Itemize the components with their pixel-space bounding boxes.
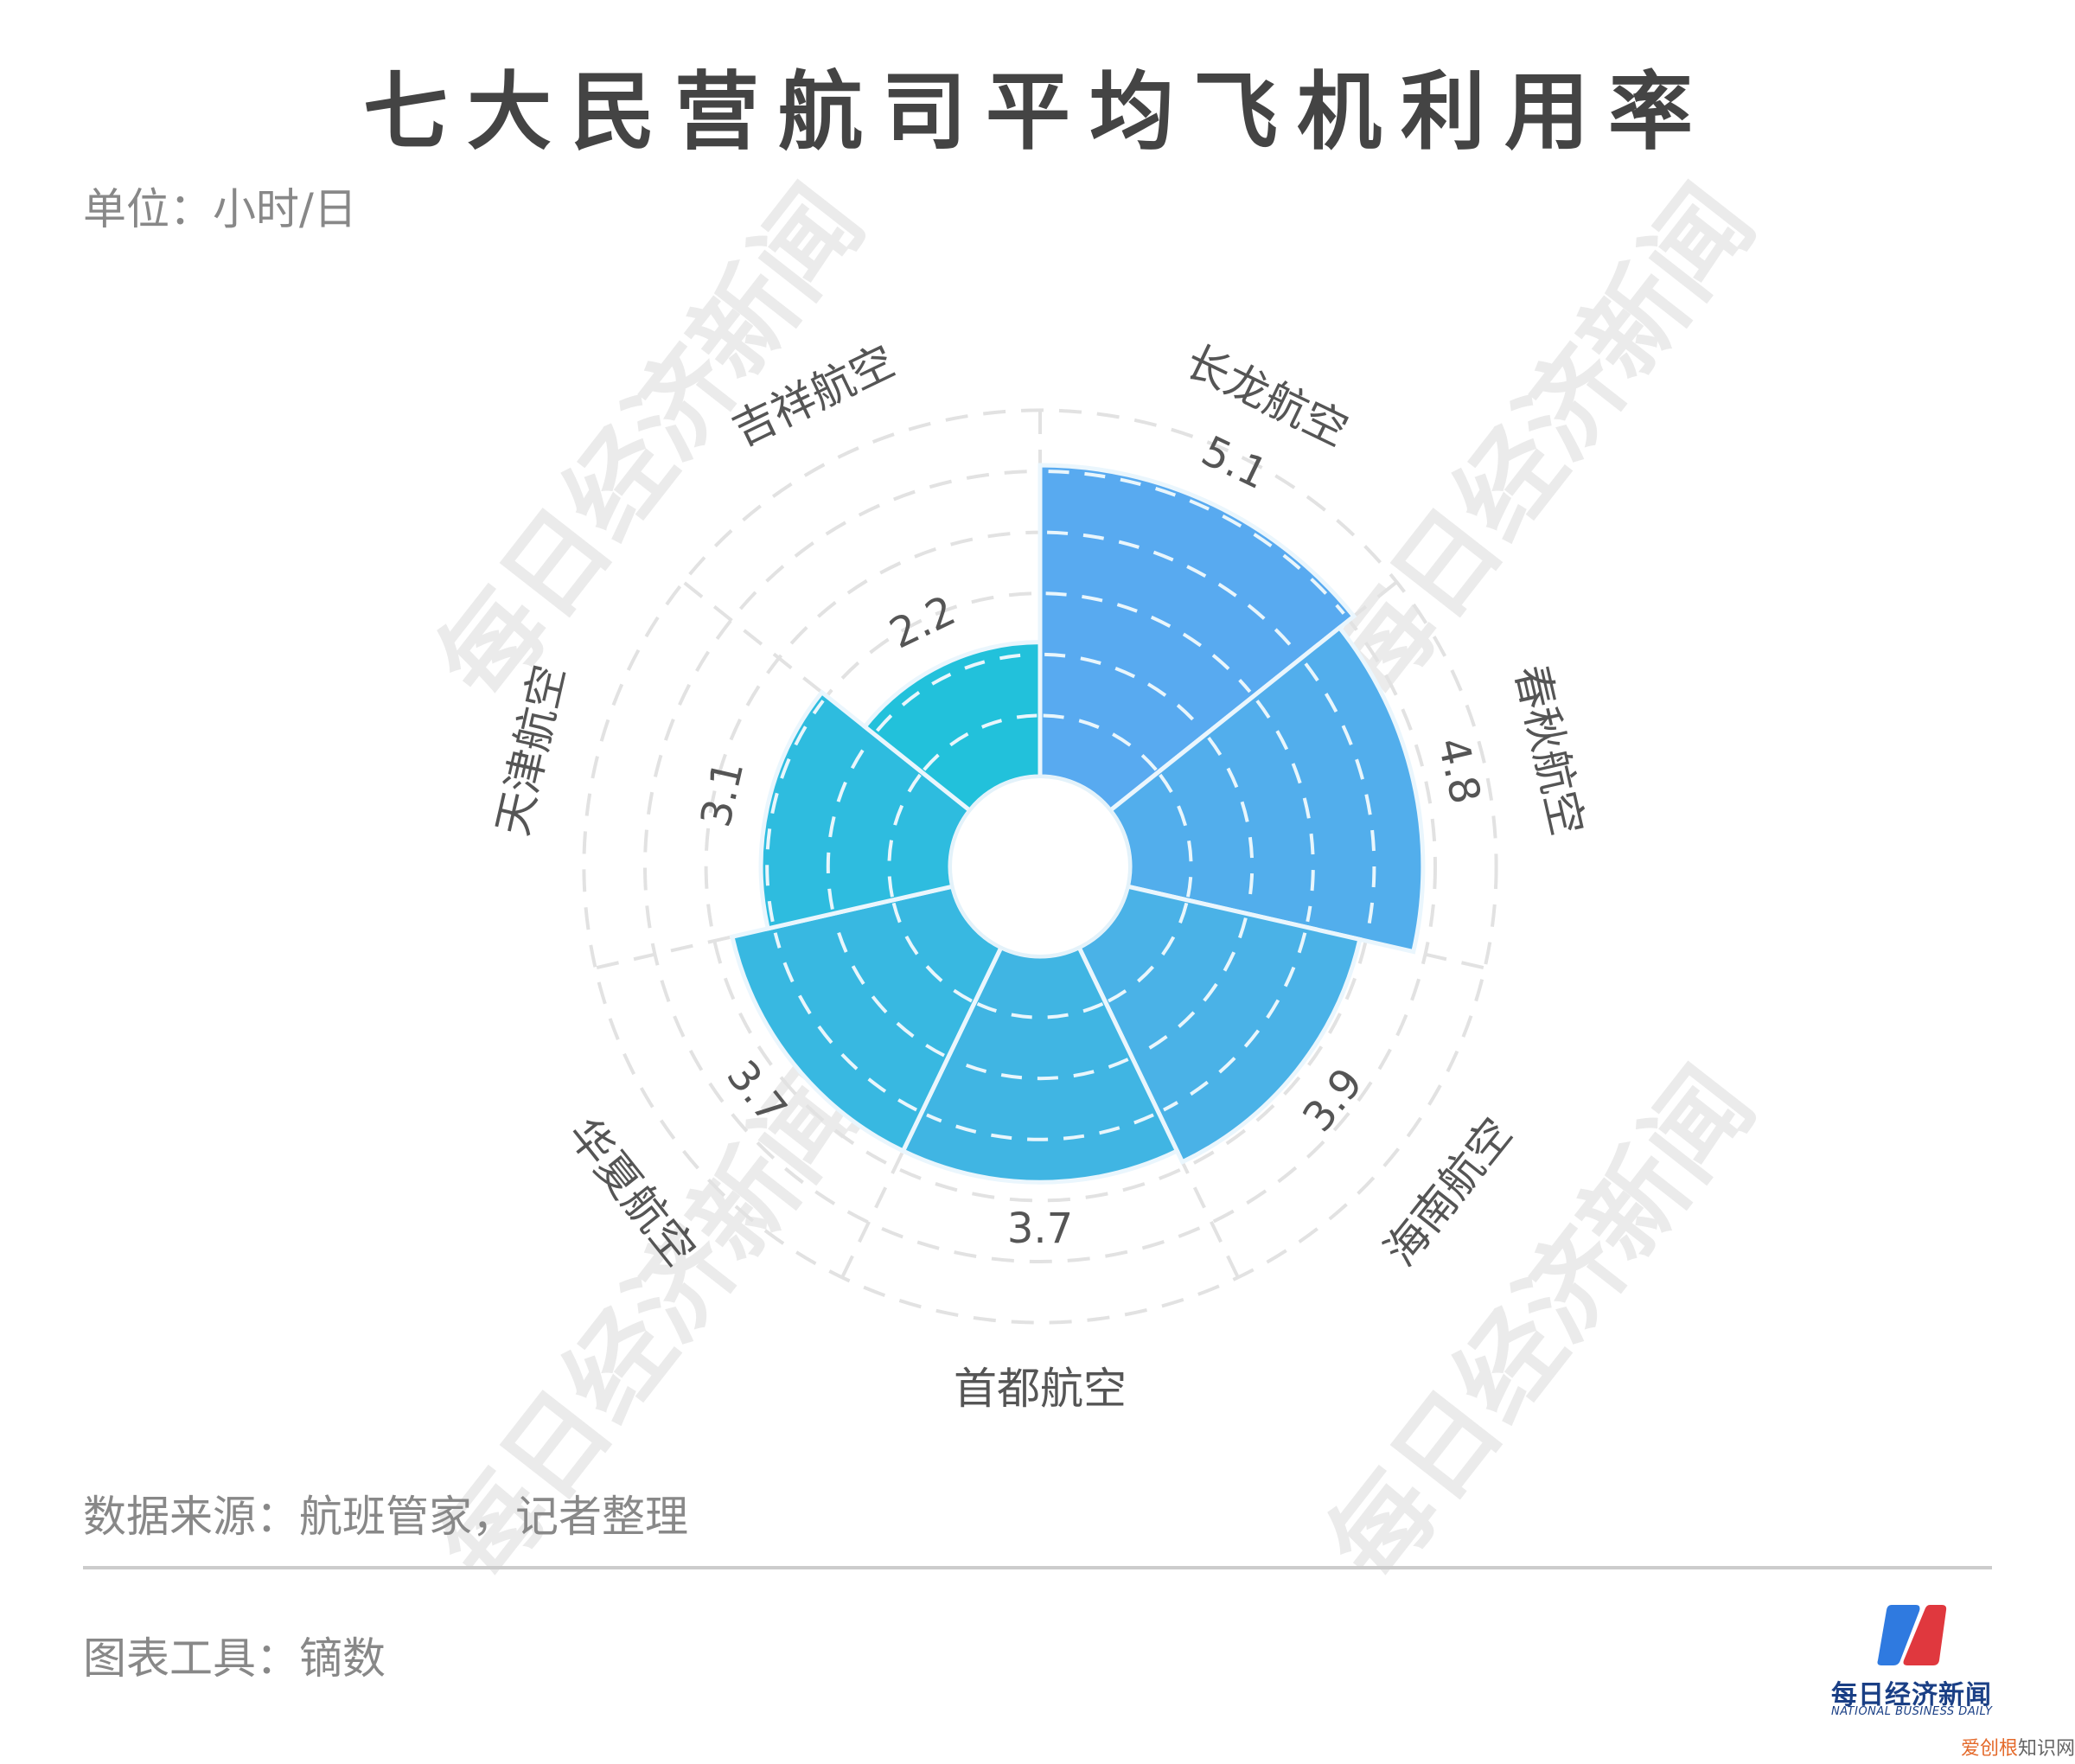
category-label: 首都航空 [954, 1364, 1127, 1414]
bar-grid-arc [876, 652, 1036, 732]
grid-spoke [595, 885, 954, 970]
category-label: 吉祥航空 [725, 336, 902, 456]
bar-grid-arc [1159, 773, 1193, 898]
unit-label: 单位：小时/日 [83, 184, 357, 234]
grid-ring [643, 470, 1437, 1263]
bar-grid-arc [1047, 530, 1299, 655]
bar-grid-arc [976, 1002, 1104, 1019]
bar-grid-arc [951, 1058, 1129, 1081]
grid-spoke [1127, 885, 1485, 970]
bar-grid-arc [833, 917, 945, 1058]
grid-ring [582, 408, 1498, 1325]
value-label: 5.1 [1194, 426, 1274, 499]
bar-grid-arc [1304, 662, 1376, 935]
value-label: 2.2 [883, 586, 963, 659]
bar-grid-arc [1255, 700, 1315, 923]
bar-grid-arc [1048, 470, 1345, 615]
category-label: 长龙航空 [1178, 336, 1355, 456]
grid-spoke [840, 946, 1003, 1279]
value-label: 3.9 [1293, 1059, 1372, 1141]
bar-grid-arc [1044, 652, 1204, 732]
chart-title: 七大民营航司平均飞机利用率 [362, 63, 1712, 162]
credit-part1: 爱创根 [1961, 1738, 2019, 1760]
value-label: 3.1 [692, 757, 754, 832]
bar-grid-arc [1108, 902, 1189, 1003]
category-label: 华夏航空 [559, 1109, 706, 1275]
bar-grid-arc [923, 713, 1038, 771]
footer-divider [83, 1566, 1992, 1569]
bar-grid-arc [773, 932, 917, 1112]
bar-grid-arc [1207, 736, 1255, 910]
logo-text-en: NATIONAL BUSINESS DAILY [1831, 1705, 1993, 1718]
bar-grid-arc [926, 1113, 1154, 1141]
grid-spoke [1077, 946, 1240, 1279]
value-label: 3.7 [718, 1051, 796, 1134]
credit-part2: 知识网 [2018, 1738, 2075, 1760]
category-label: 春秋航空 [1505, 661, 1593, 840]
bar-grid-arc [887, 773, 922, 898]
logo-text-cn: 每日经济新闻 [1831, 1680, 1992, 1710]
bar-grid-arc [765, 700, 825, 923]
bar-grid-arc [1163, 932, 1307, 1112]
category-label: 天津航空 [488, 661, 575, 840]
chart-tool-note: 图表工具：镝数 [83, 1633, 386, 1684]
category-label: 海南航空 [1375, 1109, 1522, 1275]
value-label: 3.7 [1007, 1205, 1073, 1253]
nbd-logo-mark-icon [1877, 1605, 1947, 1665]
bar-grid-arc [1135, 917, 1248, 1058]
bar-sectors [729, 463, 1426, 1185]
bar-grid-arc [1045, 591, 1252, 693]
bar-grid-arc [1043, 713, 1158, 771]
grid-spoke [682, 580, 971, 812]
data-source-note: 数据来源：航班管家，记者整理 [83, 1492, 688, 1542]
site-credit: 爱创根知识网 [1961, 1733, 2075, 1761]
center-hole [948, 775, 1132, 958]
bar-grid-arc [891, 902, 973, 1003]
bar-grid-arc [826, 736, 873, 910]
